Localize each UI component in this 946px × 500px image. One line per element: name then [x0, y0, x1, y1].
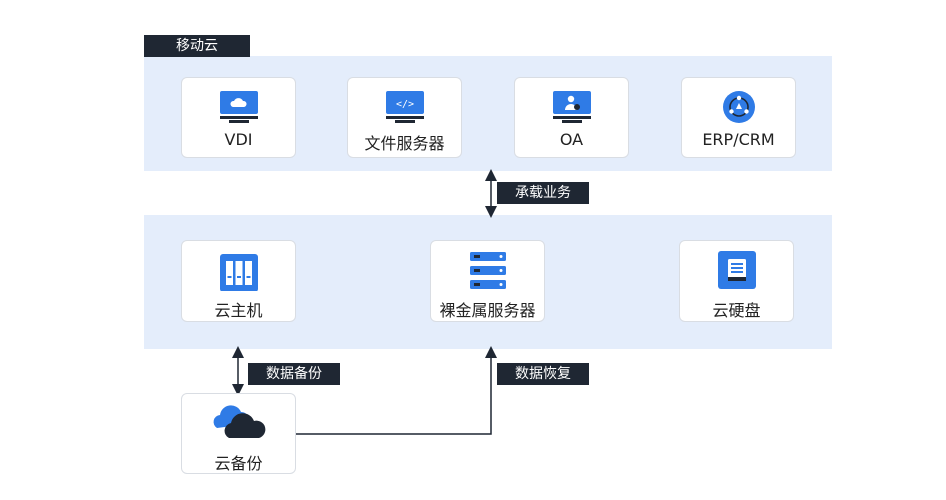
card-file-server[interactable]: </> 文件服务器	[347, 77, 462, 158]
card-label: 云硬盘	[712, 301, 761, 320]
card-label: 裸金属服务器	[439, 301, 536, 320]
card-label: 文件服务器	[364, 134, 445, 153]
card-vdi[interactable]: VDI	[181, 77, 296, 158]
monitor-cloud-icon	[219, 91, 258, 123]
card-bare-metal-server[interactable]: 裸金属服务器	[430, 240, 545, 322]
card-label: ERP/CRM	[702, 130, 775, 149]
card-label: 云主机	[214, 301, 263, 320]
disk-icon	[717, 251, 756, 289]
server-rack-icon	[219, 254, 258, 291]
card-cloud-backup[interactable]: 云备份	[181, 393, 296, 474]
card-label: VDI	[224, 130, 253, 149]
monitor-code-icon: </>	[385, 91, 424, 123]
tag-data-backup: 数据备份	[248, 363, 340, 385]
card-oa[interactable]: OA	[514, 77, 629, 158]
tag-data-restore: 数据恢复	[497, 363, 589, 385]
server-stack-icon	[469, 252, 506, 289]
cloud-icon	[213, 405, 265, 438]
monitor-user-icon	[552, 91, 591, 123]
card-cloud-disk[interactable]: 云硬盘	[679, 240, 794, 322]
card-erp-crm[interactable]: ERP/CRM	[681, 77, 796, 158]
circle-network-icon	[722, 91, 755, 123]
card-cloud-host[interactable]: 云主机	[181, 240, 296, 322]
tag-carry-business: 承载业务	[497, 182, 589, 204]
tag-mobile-cloud: 移动云	[144, 35, 250, 57]
card-label: OA	[559, 130, 584, 149]
svg-text:</>: </>	[395, 99, 413, 110]
card-label: 云备份	[214, 454, 263, 473]
